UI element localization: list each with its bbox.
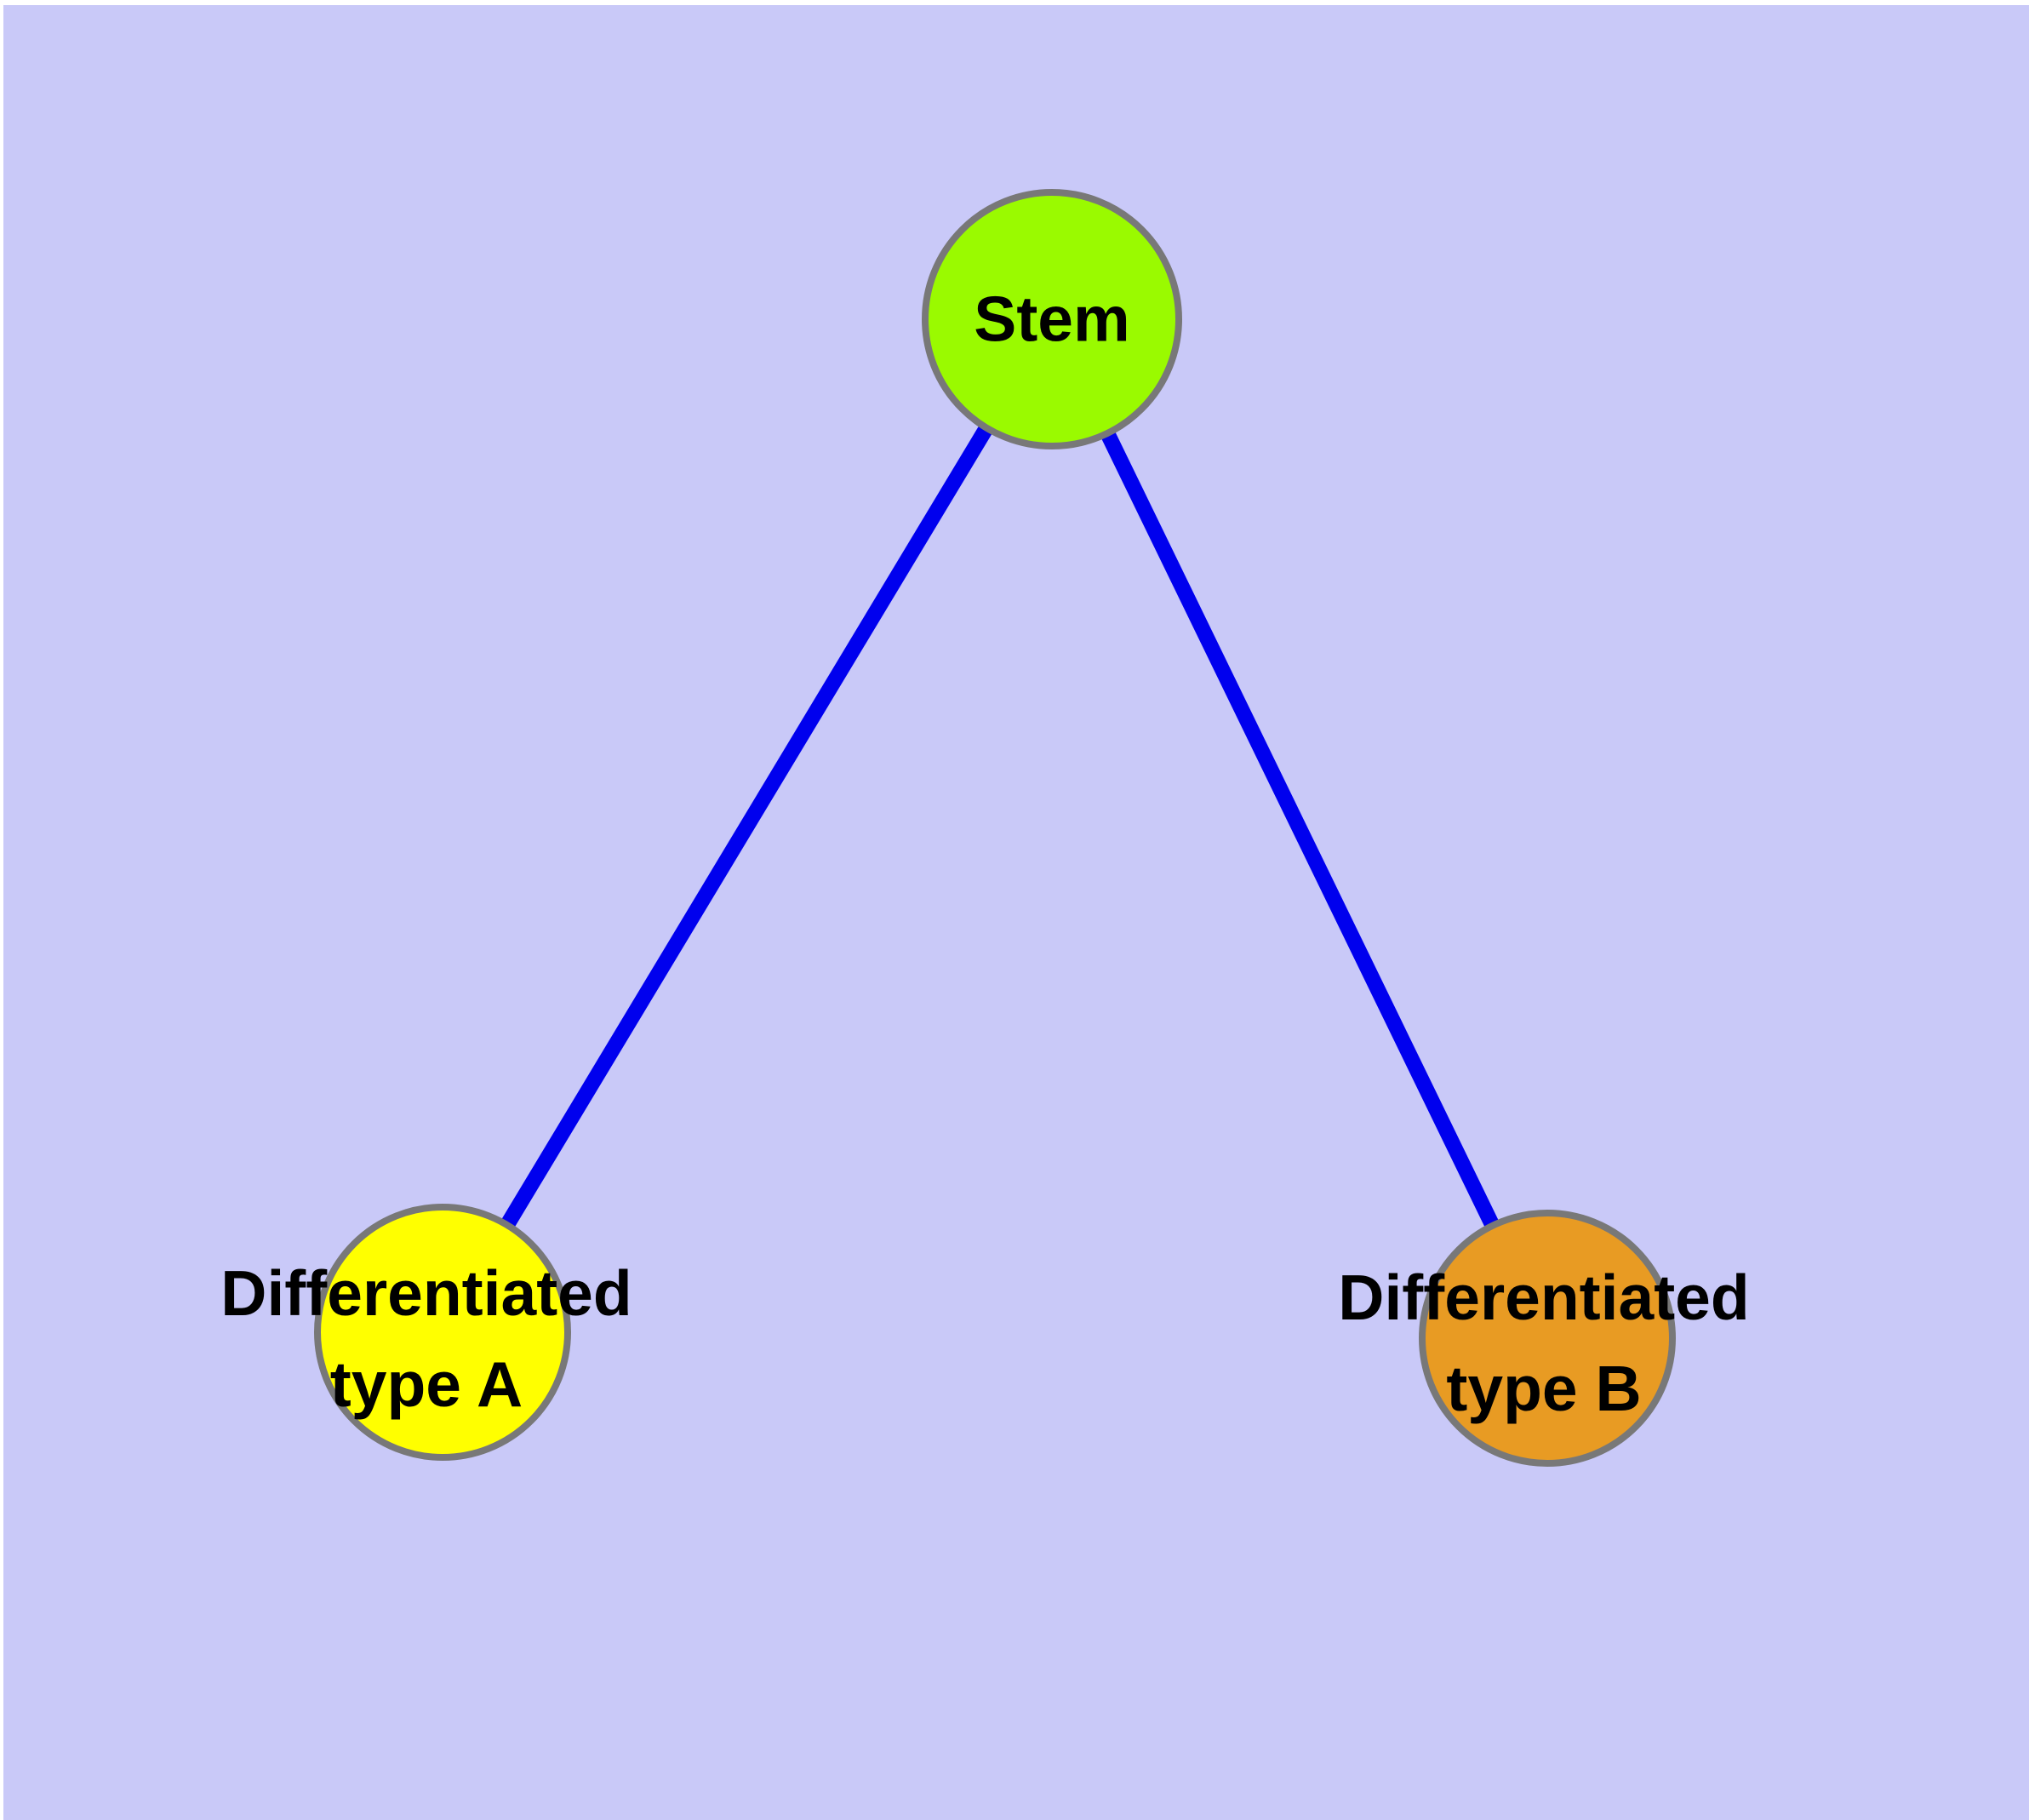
node-b-label-line1: Differentiated [1338,1262,1750,1333]
diagram-background: Stem Differentiated type A Differentiate… [3,5,2029,1820]
edges-layer [436,315,1555,1342]
edge-stem-to-type-a [436,315,1059,1336]
node-a-label-line1: Differentiated [220,1257,632,1329]
edge-stem-to-type-b [1044,316,1555,1342]
node-differentiated-type-b[interactable] [1419,1210,1676,1467]
node-differentiated-type-a[interactable] [314,1204,571,1461]
node-stem[interactable] [922,189,1182,449]
node-differentiated-type-b-label: Differentiated type B [1338,1252,1749,1434]
node-differentiated-type-a-label: Differentiated type A [220,1248,632,1430]
node-stem-label: Stem [974,274,1129,365]
node-b-label-line2: type B [1446,1353,1642,1424]
node-a-label-line2: type A [329,1348,523,1420]
node-stem-label-line1: Stem [974,283,1130,355]
